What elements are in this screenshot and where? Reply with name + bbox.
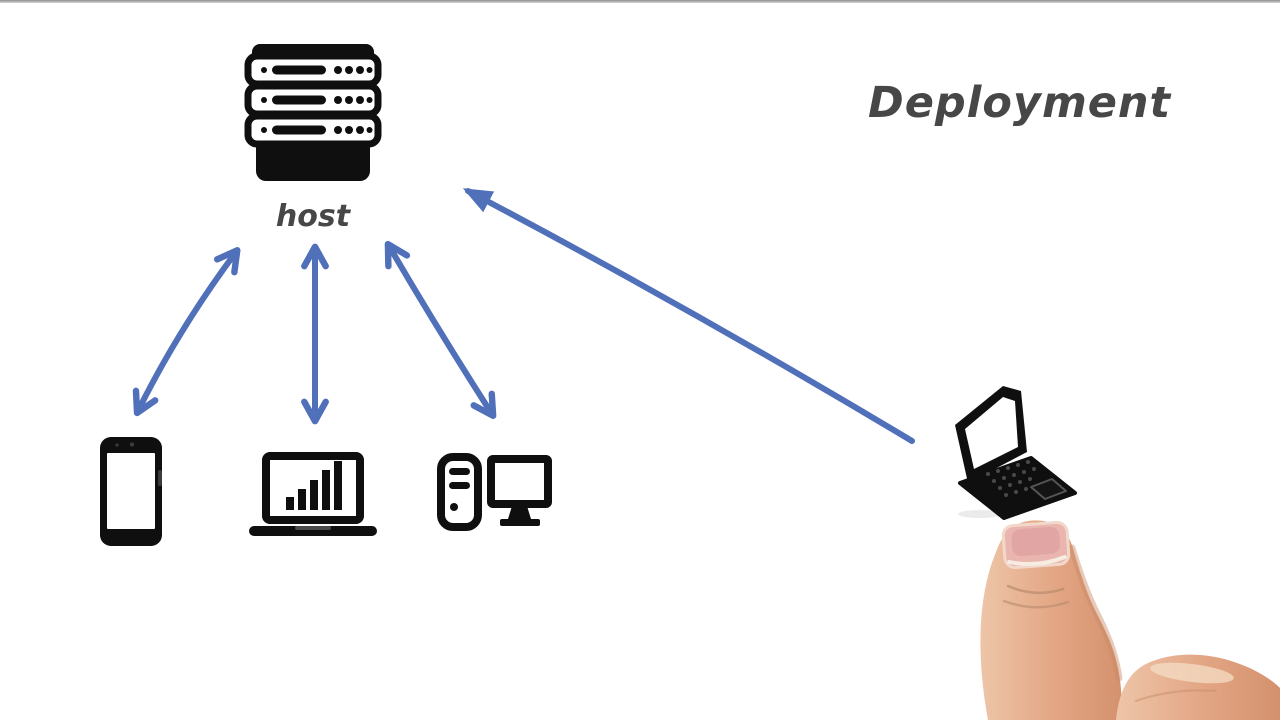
bar-chart-glyph — [286, 461, 342, 510]
thumb-nail — [1001, 520, 1071, 570]
page-title: Deployment — [868, 78, 1172, 128]
host-label: host — [275, 199, 351, 234]
index-finger — [1116, 654, 1280, 720]
connection-arrows — [132, 188, 915, 444]
server-rack-icon — [244, 44, 382, 181]
trackpad — [1030, 478, 1067, 500]
top-border-line — [0, 0, 1280, 3]
smartphone-icon — [100, 437, 162, 546]
laptop-bar-chart-icon — [249, 452, 377, 536]
arrow-host-desktop — [384, 240, 497, 420]
arrow-developer-laptop-to-host — [462, 188, 915, 444]
pointing-hand — [980, 520, 1280, 720]
arrow-host-smartphone — [132, 247, 241, 417]
keyboard-keys — [986, 460, 1036, 497]
thumb — [980, 520, 1122, 720]
laptop-3d-icon — [955, 386, 1077, 520]
desktop-computer-icon — [437, 453, 552, 531]
index-finger-nail — [1150, 662, 1234, 684]
